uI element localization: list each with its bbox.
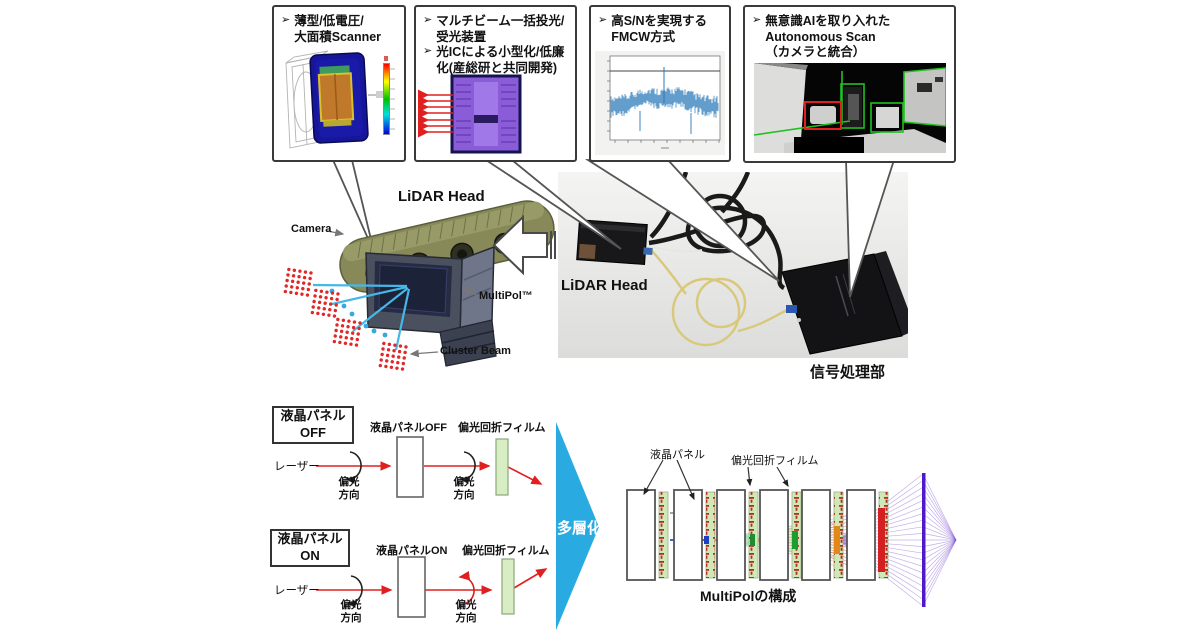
callout-autonomous-scan: ➢ 無意識AIを取り入れた Autonomous Scan （カメラと統合） <box>743 5 956 163</box>
callout1-line2: 大面積Scanner <box>294 29 382 44</box>
callout2-item1: マルチビーム一括投光/受光装置 <box>436 14 565 44</box>
pol-direction-label: 偏光方向 <box>455 599 477 624</box>
beam-spot-red <box>878 508 885 572</box>
thermal-colorbar <box>383 56 395 135</box>
pol-direction-label: 偏光方向 <box>453 476 475 501</box>
input-beam-arrows <box>417 89 453 138</box>
beam-spot-green <box>792 531 798 549</box>
fmcw-spectrum-plot <box>595 51 725 155</box>
polarization-rotation-icon <box>346 575 363 608</box>
diffraction-film-rect <box>501 558 515 615</box>
polarization-rotation-icon <box>345 451 362 484</box>
lcd-off-state-box: 液晶パネル OFF <box>272 406 354 444</box>
camera-label-arrow <box>326 228 345 237</box>
bullet-icon: ➢ <box>598 14 608 26</box>
cluster-beams <box>283 267 411 371</box>
beam-spot-green <box>750 534 755 546</box>
callout-thin-scanner: ➢ 薄型/低電圧/ 大面積Scanner <box>272 5 406 162</box>
bullet-icon: ➢ <box>752 14 762 26</box>
lcd-panel-on-rect <box>397 556 426 618</box>
diagram-label-arrows <box>643 459 789 501</box>
callout-multibeam-ic: ➢ マルチビーム一括投光/受光装置 ➢ 光ICによる小型化/低廉化(産総研と共同… <box>414 5 577 162</box>
lcd-panels-and-films <box>626 489 889 581</box>
callout4-line1: 無意識AIを取り入れた <box>765 14 891 28</box>
callout3-line2: FMCW方式 <box>611 29 676 44</box>
callout4-line3: （カメラと統合） <box>765 45 866 60</box>
beam-spot-orange <box>834 526 840 554</box>
autonomous-scan-depth-image <box>754 63 946 153</box>
projection-screen-line <box>922 473 926 607</box>
multipol-stack-diagram <box>626 459 957 607</box>
thermal-scanner-render <box>285 50 395 149</box>
left-block-arrow-icon <box>492 214 556 276</box>
callout1-line1: 薄型/低電圧/ <box>294 14 364 28</box>
lcd-panel-off-rect <box>396 436 424 498</box>
signal-processor-device <box>781 251 908 355</box>
lcd-on-row <box>316 556 548 618</box>
pol-direction-label: 偏光方向 <box>340 599 362 624</box>
bullet-icon: ➢ <box>281 14 291 26</box>
bullet-icon: ➢ <box>423 45 433 58</box>
lcd-on-state-box: 液晶パネル ON <box>270 529 350 567</box>
polarization-rotation-icon <box>459 451 476 484</box>
polarization-rotation-red-icon <box>458 571 475 605</box>
callout2-item2: 光ICによる小型化/低廉化(産総研と共同開発) <box>436 45 565 75</box>
lcd-off-row <box>316 436 543 498</box>
callout-fmcw: ➢ 高S/Nを実現する FMCW方式 <box>589 5 731 162</box>
photonic-ic-chip <box>417 74 522 154</box>
callout4-line2: Autonomous Scan <box>765 29 876 44</box>
bullet-icon: ➢ <box>423 14 433 26</box>
red-dot-grids <box>283 267 408 371</box>
fiber-cable <box>650 249 788 347</box>
multipol-label-arrow <box>462 287 479 297</box>
callout3-line1: 高S/Nを実現する <box>611 14 708 28</box>
pol-direction-label: 偏光方向 <box>338 476 360 501</box>
cluster-beam-label-arrow <box>409 349 439 358</box>
multilayer-arrow <box>556 422 599 630</box>
beam-spot-blue <box>704 536 709 544</box>
diffraction-film-rect <box>495 438 509 496</box>
lidar-head-3d-render <box>339 200 555 367</box>
detection-red-box <box>804 101 842 130</box>
